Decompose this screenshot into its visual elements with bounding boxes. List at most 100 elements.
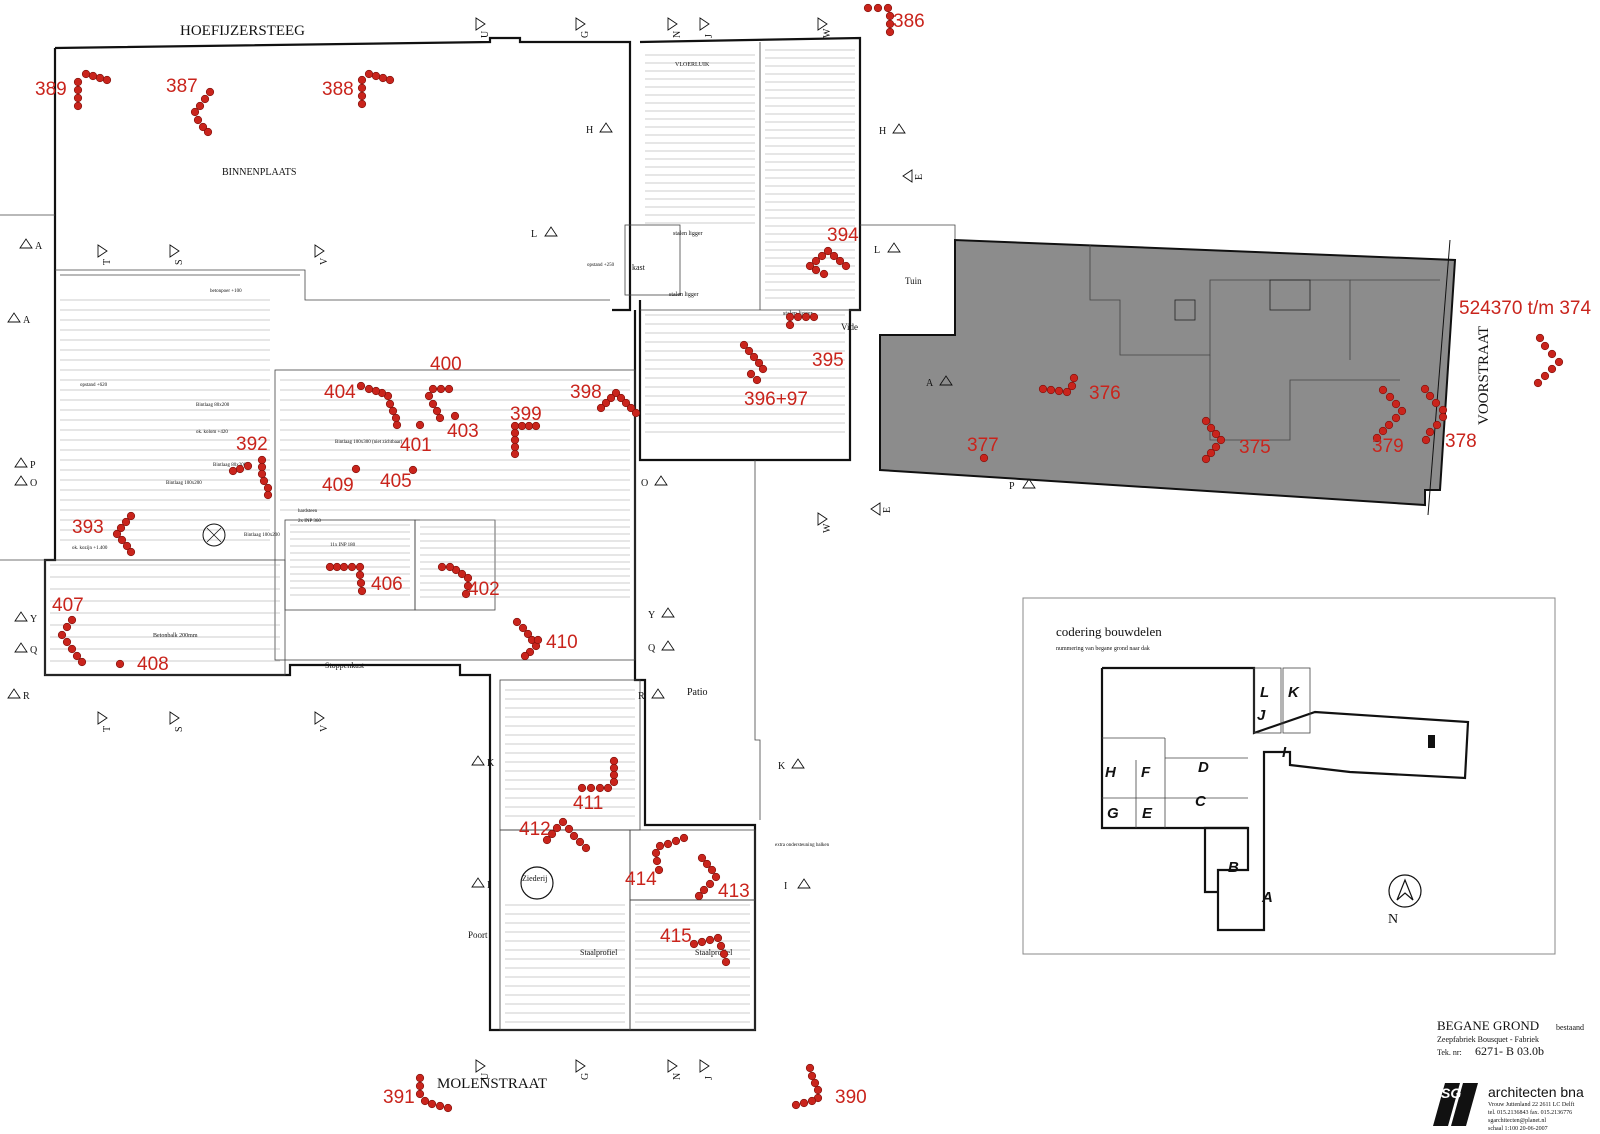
photo-marker-dot — [1201, 416, 1211, 426]
photo-marker-dot — [347, 562, 357, 572]
photo-marker-392: 392 — [228, 434, 273, 500]
photo-marker-dot — [436, 384, 446, 394]
photo-marker-dot — [62, 622, 72, 632]
photo-marker-label: 388 — [322, 79, 354, 100]
photo-marker-dot — [364, 69, 374, 79]
photo-marker-dot — [1535, 333, 1545, 343]
building-outline — [0, 36, 956, 1032]
photo-marker-377: 377 — [967, 435, 999, 463]
frame-label: ok. kozijn +1.400 — [72, 546, 108, 551]
photo-marker-dot — [651, 848, 661, 858]
photo-marker-402: 402 — [437, 562, 500, 600]
photo-marker-dot — [558, 817, 568, 827]
photo-marker-dot — [228, 466, 238, 476]
hardstone-label: hardsteen — [298, 509, 318, 514]
svg-text:L: L — [531, 229, 537, 240]
photo-marker-dot — [791, 1100, 801, 1110]
photo-marker-label: 379 — [1372, 436, 1404, 457]
photo-marker-dot — [785, 312, 795, 322]
photo-marker-dot — [809, 312, 819, 322]
beam-layer-4: Bintlaag 100x200 — [244, 533, 280, 538]
photo-marker-dot — [1554, 357, 1564, 367]
photo-marker-label: 411 — [573, 793, 603, 814]
photo-marker-dot — [355, 562, 365, 572]
photo-marker-dot — [689, 939, 699, 949]
photo-marker-dot — [577, 783, 587, 793]
photo-marker-label: 410 — [546, 632, 578, 653]
north-arrow-icon — [1388, 874, 1422, 908]
photo-marker-dot — [603, 783, 613, 793]
photo-marker-dot — [259, 476, 269, 486]
photo-marker-dot — [811, 265, 821, 275]
svg-text:J: J — [704, 1076, 715, 1080]
photo-marker-401: 401 — [400, 420, 432, 456]
photo-marker-dot — [190, 107, 200, 117]
photo-marker-dot — [357, 83, 367, 93]
svg-text:K: K — [487, 758, 495, 769]
photo-marker-405: 405 — [380, 465, 418, 492]
photo-marker-dot — [569, 831, 579, 841]
svg-text:Q: Q — [648, 643, 656, 654]
photo-marker-dot — [73, 77, 83, 87]
photo-marker-dot — [117, 535, 127, 545]
drawing-number: 6271- B 03.0b — [1475, 1044, 1544, 1058]
photo-marker-dot — [1206, 448, 1216, 458]
photo-marker-dot — [437, 562, 447, 572]
photo-marker-399: 399 — [510, 404, 542, 459]
photo-marker-dot — [564, 824, 574, 834]
legend-box: codering bouwdelen nummering van begane … — [1022, 597, 1556, 955]
photo-marker-dot — [378, 73, 388, 83]
photo-marker-dot — [332, 562, 342, 572]
photo-marker-label: 395 — [812, 350, 844, 371]
photo-marker-dot — [1547, 349, 1557, 359]
photo-marker-dot — [102, 75, 112, 85]
photo-marker-dot — [73, 93, 83, 103]
upstand-620-label: opstand +620 — [80, 383, 108, 388]
photo-marker-dot — [713, 933, 723, 943]
photo-marker-dot — [749, 352, 759, 362]
photo-marker-dot — [810, 1078, 820, 1088]
section-marker-w: W — [817, 512, 833, 533]
photo-marker-dot — [716, 941, 726, 951]
svg-text:I: I — [487, 880, 490, 891]
photo-marker-dot — [205, 87, 215, 97]
photo-marker-dot — [885, 19, 895, 29]
photo-marker-dot — [257, 462, 267, 472]
courtyard-label: BINNENPLAATS — [222, 167, 296, 178]
photo-marker-label: 403 — [447, 421, 479, 442]
section-marker-h: H — [586, 122, 613, 136]
photo-marker-dot — [88, 71, 98, 81]
photo-marker-dot — [609, 770, 619, 780]
photo-marker-dot — [325, 562, 335, 572]
photo-marker-dot — [979, 453, 989, 463]
photo-marker-dot — [752, 375, 762, 385]
photo-marker-dot — [705, 879, 715, 889]
section-marker-s: S — [169, 244, 185, 265]
photo-marker-dot — [408, 465, 418, 475]
photo-marker-dot — [542, 835, 552, 845]
photo-marker-524370-t-m-374: 524370 t/m 374 — [1459, 298, 1591, 388]
photo-marker-dot — [531, 421, 541, 431]
photo-marker-dot — [415, 420, 425, 430]
photo-marker-dot — [72, 651, 82, 661]
photo-marker-dot — [415, 1081, 425, 1091]
photo-marker-dot — [351, 464, 361, 474]
photo-marker-391: 391 — [383, 1073, 453, 1113]
section-marker-y: Y — [648, 607, 675, 621]
photo-marker-dot — [443, 1103, 453, 1113]
upstand-250-label: opstand +250 — [587, 263, 615, 268]
photo-marker-dot — [807, 1096, 817, 1106]
photo-marker-dot — [432, 406, 442, 416]
photo-marker-375: 375 — [1201, 416, 1271, 464]
photo-marker-dot — [606, 393, 616, 403]
photo-marker-dot — [428, 384, 438, 394]
existing-building — [879, 238, 1457, 516]
photo-marker-label: 406 — [371, 574, 403, 595]
photo-marker-386: 386 — [863, 3, 925, 37]
section-marker-o: O — [14, 475, 37, 489]
photo-marker-dot — [435, 413, 445, 423]
stop-box-label: Stoppenkast — [325, 661, 365, 670]
photo-marker-dot — [1391, 399, 1401, 409]
photo-marker-dot — [444, 384, 454, 394]
firm-phone: tel. 015.2136843 fax. 015.2136776 — [1488, 1109, 1572, 1116]
